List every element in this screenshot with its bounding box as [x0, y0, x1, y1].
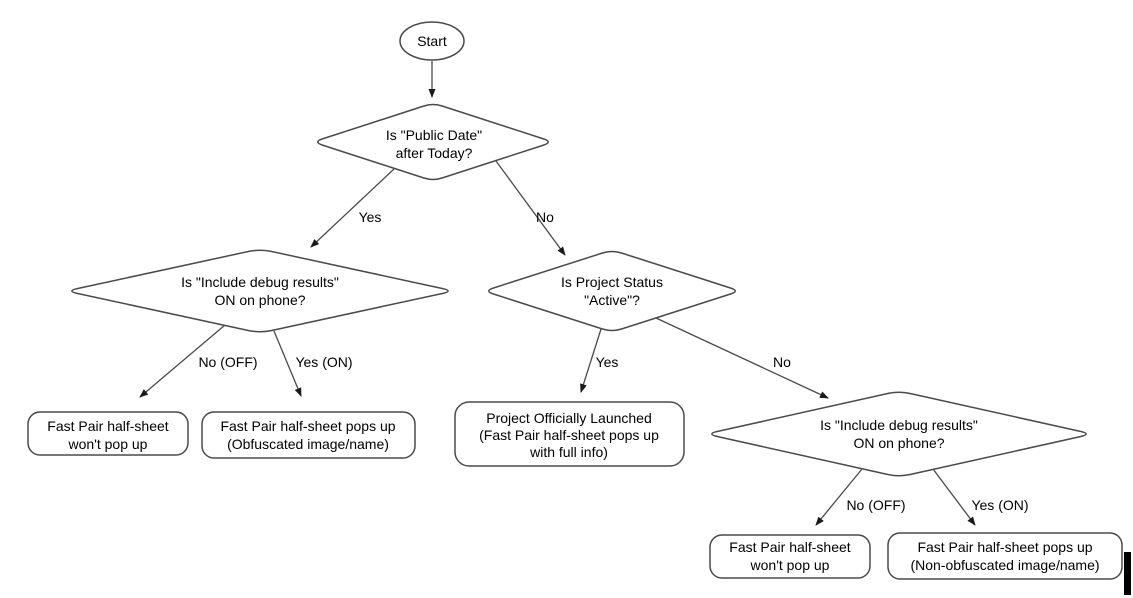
outcome-wont-popup-left-line1: Fast Pair half-sheet — [47, 418, 168, 434]
start-node: Start — [399, 21, 465, 61]
edge-labels: Yes No No (OFF) Yes (ON) Yes No No (OFF)… — [198, 209, 1028, 513]
decision-public-date: Is "Public Date" after Today? — [317, 103, 549, 181]
outcome-obfuscated-line2: (Obfuscated image/name) — [227, 436, 389, 452]
outcome-launched-box — [454, 401, 685, 467]
edge-public-date-no — [495, 160, 566, 256]
edge-label-no: No — [773, 354, 791, 370]
outcome-launched-line3: with full info) — [529, 444, 608, 460]
decision-project-status: Is Project Status "Active"? — [488, 250, 736, 332]
edge-public-date-yes — [310, 168, 395, 248]
outcome-non-obfuscated: Fast Pair half-sheet pops up (Non-obfusc… — [887, 532, 1123, 580]
outcome-launched: Project Officially Launched (Fast Pair h… — [454, 401, 685, 467]
outcome-wont-popup-left: Fast Pair half-sheet won't pop up — [27, 411, 189, 456]
outcome-launched-line2: (Fast Pair half-sheet pops up — [479, 427, 659, 443]
edge-label-yes-on: Yes (ON) — [295, 354, 352, 370]
edge-label-no-off: No (OFF) — [846, 497, 905, 513]
edge-project-status-yes — [580, 328, 602, 393]
decision-debug-left: Is "Include debug results" ON on phone? — [71, 249, 449, 333]
decision-debug-left-diamond — [71, 249, 449, 333]
edge-label-yes-on: Yes (ON) — [971, 497, 1028, 513]
decision-debug-left-line1: Is "Include debug results" — [181, 274, 339, 290]
outcome-non-obfuscated-box — [887, 532, 1123, 580]
outcome-launched-line1: Project Officially Launched — [486, 410, 652, 426]
decision-debug-right-line1: Is "Include debug results" — [820, 417, 978, 433]
decision-public-date-diamond — [317, 103, 549, 181]
outcome-wont-popup-right-line2: won't pop up — [750, 557, 830, 573]
decision-project-status-line2: "Active"? — [584, 292, 640, 308]
edge-debug-right-no-off — [815, 468, 863, 526]
outcome-obfuscated-box — [201, 411, 416, 459]
outcome-wont-popup-right-box — [709, 534, 871, 579]
connectors — [139, 61, 976, 526]
edge-debug-right-yes-on — [932, 468, 976, 526]
decision-debug-left-line2: ON on phone? — [214, 292, 305, 308]
outcome-non-obfuscated-line1: Fast Pair half-sheet pops up — [917, 539, 1092, 555]
decision-debug-right-diamond — [711, 391, 1087, 477]
decision-project-status-line1: Is Project Status — [561, 274, 663, 290]
outcome-wont-popup-right-line1: Fast Pair half-sheet — [729, 539, 850, 555]
outcome-wont-popup-left-line2: won't pop up — [68, 436, 148, 452]
outcome-non-obfuscated-line2: (Non-obfuscated image/name) — [910, 557, 1099, 573]
outcome-wont-popup-left-box — [27, 411, 189, 456]
edge-label-yes: Yes — [596, 354, 619, 370]
decision-debug-right-line2: ON on phone? — [853, 435, 944, 451]
edge-label-yes: Yes — [359, 209, 382, 225]
outcome-obfuscated-line1: Fast Pair half-sheet pops up — [220, 418, 395, 434]
decision-debug-right: Is "Include debug results" ON on phone? — [711, 391, 1087, 477]
decision-public-date-line1: Is "Public Date" — [386, 127, 482, 143]
text-cursor-artifact — [1124, 552, 1131, 595]
start-label: Start — [417, 33, 447, 49]
edge-debug-left-yes-on — [273, 330, 302, 397]
outcome-wont-popup-right: Fast Pair half-sheet won't pop up — [709, 534, 871, 579]
edge-project-status-no — [655, 317, 829, 399]
edge-label-no-off: No (OFF) — [198, 354, 257, 370]
decision-project-status-diamond — [488, 250, 736, 332]
edge-label-no: No — [536, 209, 554, 225]
edge-debug-left-no-off — [139, 324, 226, 398]
start-ellipse — [399, 21, 465, 61]
decision-public-date-line2: after Today? — [396, 145, 473, 161]
outcome-obfuscated: Fast Pair half-sheet pops up (Obfuscated… — [201, 411, 416, 459]
